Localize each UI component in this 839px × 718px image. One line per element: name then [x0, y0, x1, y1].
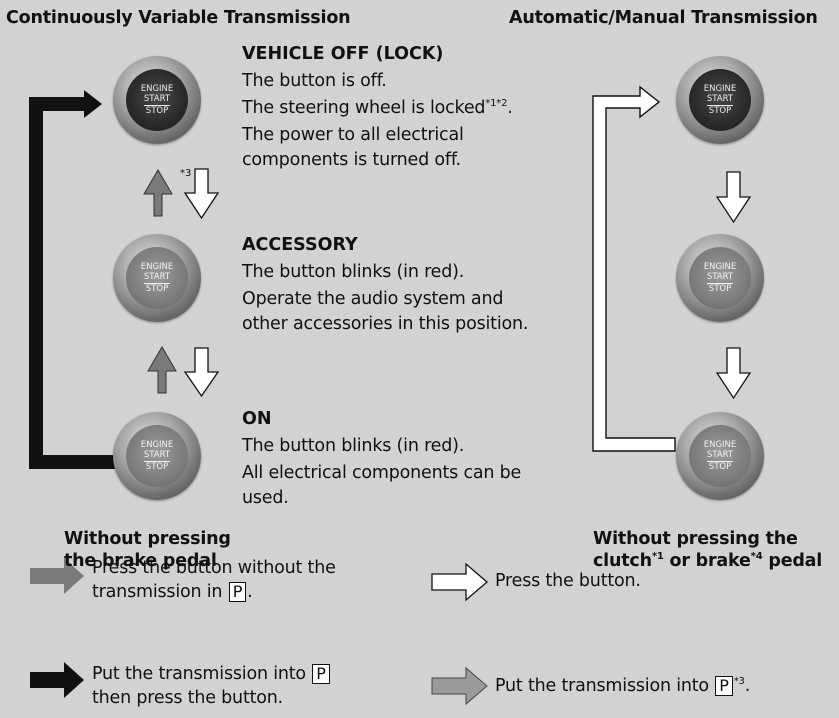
- white-down-arrow-1: [183, 168, 220, 220]
- engine-label: ENGINE: [703, 261, 737, 272]
- engine-button-on-right: ENGINE START STOP: [676, 412, 764, 500]
- engine-label: ENGINE: [703, 439, 737, 450]
- stop-label: STOP: [708, 283, 732, 294]
- white-loop-arrow: [592, 85, 676, 452]
- state-title-on: ON: [242, 409, 272, 429]
- park-symbol: P: [715, 676, 733, 696]
- legend-gray-text-2a: transmission in: [92, 582, 223, 602]
- gray-up-arrow-1: [143, 169, 173, 217]
- engine-label: ENGINE: [703, 83, 737, 94]
- white-down-arrow-3: [715, 171, 752, 224]
- state-on-line-3: used.: [242, 488, 289, 508]
- legend-white-text: Press the button.: [495, 571, 641, 591]
- footnote-star3: *3: [733, 676, 745, 688]
- caption-right-line-2: clutch*1 or brake*4 pedal: [593, 550, 822, 572]
- engine-button-off-right: ENGINE START STOP: [676, 56, 764, 144]
- state-off-line-3: The power to all electrical: [242, 125, 464, 145]
- gray-up-arrow-2: [147, 346, 177, 394]
- caption-right: Without pressing the clutch*1 or brake*4…: [593, 528, 822, 572]
- footnote-star3: *3: [180, 168, 192, 179]
- engine-button-accessory-right: ENGINE START STOP: [676, 234, 764, 322]
- black-arrowhead: [84, 90, 102, 118]
- park-symbol: P: [228, 582, 247, 602]
- engine-label: ENGINE: [140, 439, 174, 450]
- legend-gray-text-1: Press the button without the: [92, 558, 336, 578]
- legend-black-arrow: [30, 662, 84, 698]
- stop-label: STOP: [708, 461, 732, 472]
- engine-button-off: ENGINE START STOP: [113, 56, 201, 144]
- state-off-line-4: components is turned off.: [242, 150, 461, 170]
- header-auto-manual: Automatic/Manual Transmission: [509, 8, 818, 28]
- state-acc-line-1: The button blinks (in red).: [242, 262, 465, 282]
- caption-pedal: pedal: [762, 551, 823, 571]
- legend-gray-right-text-a: Put the transmission into: [495, 676, 709, 696]
- legend-black-text-1a: Put the transmission into: [92, 664, 306, 684]
- caption-left: Without pressing the brake pedal: [64, 528, 231, 572]
- engine-label: ENGINE: [140, 83, 174, 94]
- stop-label: STOP: [708, 105, 732, 116]
- park-symbol: P: [312, 664, 330, 684]
- start-label: START: [706, 94, 734, 106]
- state-off-line-1: The button is off.: [242, 71, 387, 91]
- legend-gray-text-2: transmission in P.: [92, 582, 253, 602]
- legend-white-arrow: [431, 562, 488, 602]
- state-acc-line-3: other accessories in this position.: [242, 314, 529, 334]
- state-off-line-2-text: The steering wheel is locked: [242, 98, 486, 118]
- period: .: [247, 582, 253, 602]
- stop-label: STOP: [145, 283, 169, 294]
- start-label: START: [706, 450, 734, 462]
- caption-right-line-1: Without pressing the: [593, 529, 798, 549]
- legend-black-text-2: then press the button.: [92, 688, 284, 708]
- header-cvt: Continuously Variable Transmission: [6, 8, 351, 28]
- footnote-star1: *1: [651, 551, 664, 563]
- start-label: START: [706, 272, 734, 284]
- state-on-line-1: The button blinks (in red).: [242, 436, 465, 456]
- state-off-line-2: The steering wheel is locked*1*2.: [242, 98, 513, 118]
- legend-black-text-1: Put the transmission into P: [92, 664, 331, 684]
- caption-clutch: clutch: [593, 551, 652, 571]
- legend-gray-arrow: [30, 558, 84, 594]
- caption-left-line-2: the brake pedal: [64, 551, 217, 571]
- footnote-star1-star2: *1*2: [485, 98, 508, 110]
- legend-gray-arrow-right: [431, 666, 488, 706]
- legend-gray-right-text: Put the transmission into P*3.: [495, 676, 750, 696]
- start-label: START: [143, 272, 171, 284]
- stop-label: STOP: [145, 105, 169, 116]
- footnote-star4: *4: [750, 551, 763, 563]
- start-label: START: [143, 94, 171, 106]
- state-on-line-2: All electrical components can be: [242, 463, 522, 483]
- state-title-off: VEHICLE OFF (LOCK): [242, 44, 444, 64]
- state-title-accessory: ACCESSORY: [242, 235, 358, 255]
- start-label: START: [143, 450, 171, 462]
- period: .: [507, 98, 513, 118]
- engine-button-accessory: ENGINE START STOP: [113, 234, 201, 322]
- white-down-arrow-2: [183, 347, 220, 398]
- black-loop-arrow: [29, 97, 118, 469]
- white-down-arrow-4: [715, 347, 752, 400]
- period: .: [744, 676, 751, 696]
- engine-label: ENGINE: [140, 261, 174, 272]
- state-acc-line-2: Operate the audio system and: [242, 289, 504, 309]
- engine-button-on: ENGINE START STOP: [113, 412, 201, 500]
- stop-label: STOP: [145, 461, 169, 472]
- caption-or-brake: or brake: [663, 551, 751, 571]
- caption-left-line-1: Without pressing: [64, 529, 231, 549]
